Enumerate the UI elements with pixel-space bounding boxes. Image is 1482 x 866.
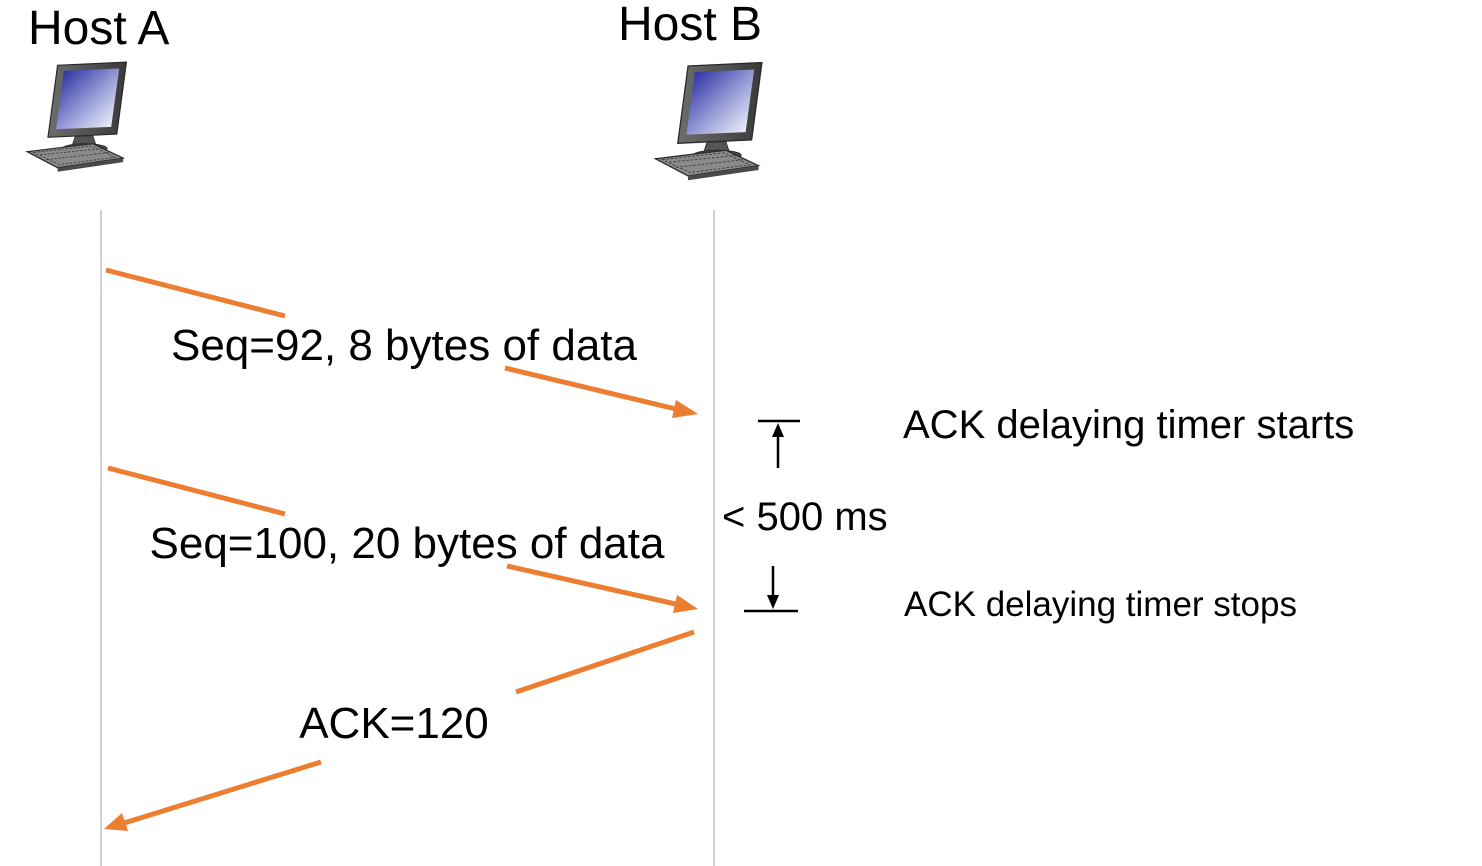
message-label: Seq=100, 20 bytes of data bbox=[150, 519, 665, 568]
message-ack-120: ACK=120 bbox=[104, 629, 695, 831]
timer-interval-marker: < 500 ms bbox=[722, 419, 888, 613]
host-a-label: Host A bbox=[28, 2, 169, 55]
message-seq-92: Seq=92, 8 bytes of data bbox=[105, 267, 698, 418]
message-arrow-segment bbox=[105, 267, 286, 319]
message-arrow-segment bbox=[123, 759, 322, 826]
arrowhead bbox=[673, 595, 698, 613]
message-arrow-segment bbox=[107, 465, 286, 517]
desktop-computer-icon bbox=[26, 61, 128, 173]
down-arrow-icon bbox=[767, 595, 779, 609]
arrowhead bbox=[104, 813, 128, 831]
desktop-computer-icon bbox=[654, 61, 763, 181]
message-arrow-segment bbox=[515, 629, 695, 695]
message-arrow-segment bbox=[504, 365, 681, 413]
interval-label: < 500 ms bbox=[722, 495, 888, 539]
host-a: Host A bbox=[26, 2, 169, 173]
message-label: ACK=120 bbox=[299, 699, 489, 748]
message-label: Seq=92, 8 bytes of data bbox=[171, 321, 638, 370]
arrowhead bbox=[672, 400, 698, 418]
timer-start-label: ACK delaying timer starts bbox=[903, 403, 1354, 447]
host-b-label: Host B bbox=[618, 0, 762, 51]
timer-stop-label: ACK delaying timer stops bbox=[904, 585, 1297, 624]
host-b: Host B bbox=[618, 0, 763, 181]
up-arrow-icon bbox=[772, 423, 784, 437]
message-arrow-segment bbox=[506, 563, 681, 608]
message-seq-100: Seq=100, 20 bytes of data bbox=[107, 465, 698, 613]
